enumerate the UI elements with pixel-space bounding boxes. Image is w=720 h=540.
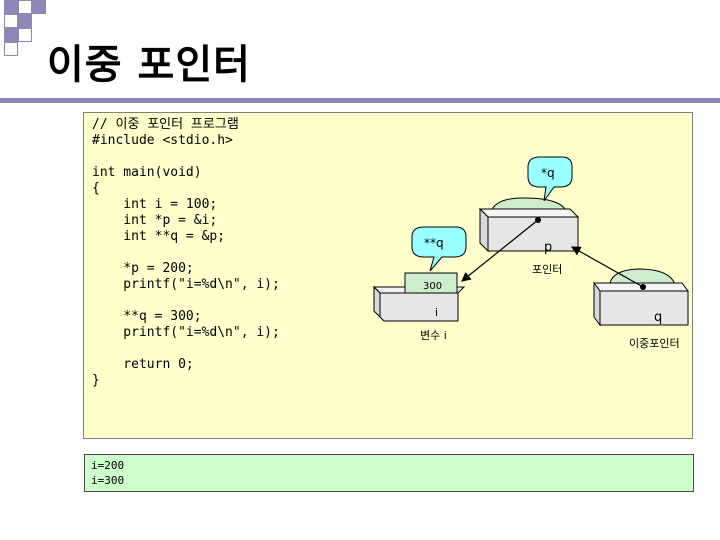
callout-star-q-text: *q <box>541 166 555 180</box>
output-line: i=300 <box>91 474 125 487</box>
variable-i-box: 300 i 변수 i <box>372 272 466 342</box>
variable-i-name: i <box>435 306 438 319</box>
title-divider <box>0 98 720 103</box>
pointer-p-box-front <box>487 216 579 252</box>
code-line: printf("i=%d\n", i); <box>92 325 280 340</box>
pointer-diagram: p 포인터 300 i 변수 i q 이중포인터 <box>372 156 689 350</box>
code-line: // 이중 포인터 프로그램 <box>92 117 239 132</box>
double-pointer-q-name: q <box>654 310 662 325</box>
code-line: int **q = &p; <box>92 229 226 244</box>
variable-i-caption: 변수 i <box>420 329 447 342</box>
pointer-p-box-top <box>478 208 580 218</box>
decoration-squares <box>0 0 60 60</box>
variable-i-box-side <box>373 285 381 319</box>
variable-i-box-front <box>379 292 459 322</box>
code-line: { <box>92 181 100 196</box>
code-line: printf("i=%d\n", i); <box>92 277 280 292</box>
code-listing: // 이중 포인터 프로그램 #include <stdio.h> int ma… <box>92 117 280 389</box>
pointer-p-name: p <box>544 240 552 255</box>
double-pointer-q-box-front <box>599 290 689 326</box>
arrow-p-to-i <box>461 219 539 282</box>
output-listing: i=200 i=300 <box>91 458 124 488</box>
code-line: int main(void) <box>92 165 202 180</box>
pointer-p-box: p 포인터 <box>478 197 580 276</box>
code-line: **q = 300; <box>92 309 202 324</box>
code-line: return 0; <box>92 357 194 372</box>
code-line: } <box>92 373 100 388</box>
output-panel: i=200 i=300 <box>84 454 694 492</box>
pointer-p-box-side <box>479 207 489 253</box>
callout-star-q: *q <box>527 156 573 202</box>
double-pointer-q-caption: 이중포인터 <box>629 337 680 350</box>
callout-double-star-q-text: **q <box>424 236 444 250</box>
callout-double-star-q: **q <box>411 226 467 272</box>
output-line: i=200 <box>91 459 125 472</box>
double-pointer-q-box: q 이중포인터 <box>593 268 689 350</box>
arrow-q-to-p <box>570 246 644 288</box>
code-line: #include <stdio.h> <box>92 133 233 148</box>
code-line: int *p = &i; <box>92 213 218 228</box>
variable-i-value: 300 <box>423 281 442 292</box>
code-line: int i = 100; <box>92 197 218 212</box>
code-panel: // 이중 포인터 프로그램 #include <stdio.h> int ma… <box>83 112 693 439</box>
code-line: *p = 200; <box>92 261 194 276</box>
double-pointer-q-box-side <box>593 281 601 327</box>
pointer-p-caption: 포인터 <box>532 263 562 276</box>
slide-title: 이중 포인터 <box>47 42 251 88</box>
